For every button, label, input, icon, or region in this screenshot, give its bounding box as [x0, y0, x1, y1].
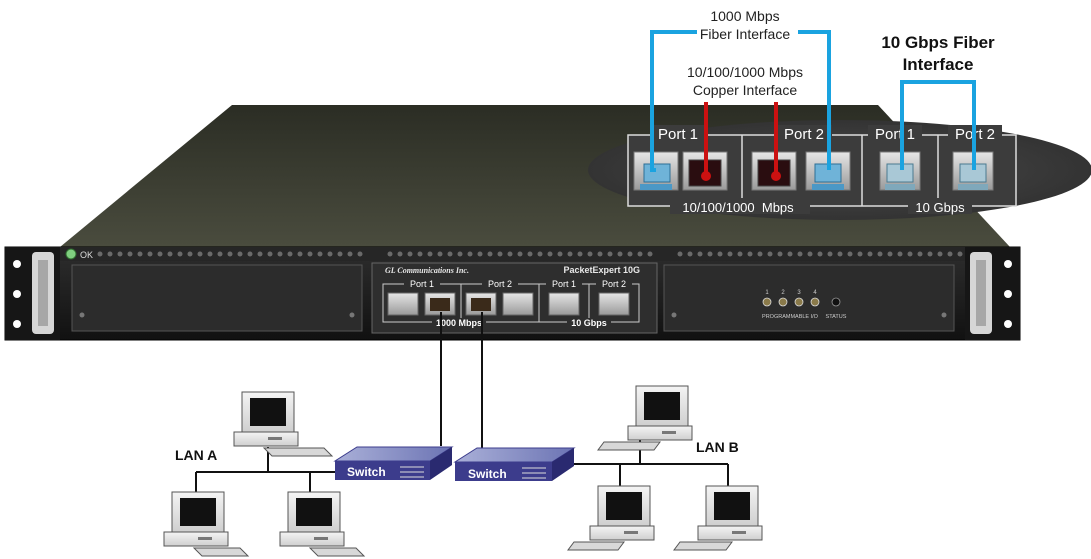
- fiber-10g-callout-lines: [900, 80, 976, 170]
- computer-icon: [163, 491, 250, 557]
- rack-ear-right: [965, 247, 1020, 340]
- chassis-sfp-port1-1g: [387, 292, 419, 316]
- ok-led-icon: [65, 248, 77, 260]
- zoom-sfp-port1-1g: [633, 151, 679, 191]
- chassis-front: OK GL Communications Inc. PacketExpert 1…: [4, 246, 1021, 341]
- io-led-icon: [810, 297, 820, 307]
- computer-icon: [597, 385, 693, 451]
- io-number-2: 2: [781, 290, 785, 296]
- status-label: STATUS: [826, 314, 847, 320]
- product-label: PacketExpert 10G: [563, 265, 640, 275]
- switch-b-label: Switch: [468, 467, 507, 481]
- computer-icon: [279, 491, 366, 557]
- blank-panel-left: [71, 264, 363, 332]
- lan-b-label: LAN B: [696, 439, 739, 455]
- io-led-icon: [778, 297, 788, 307]
- zoom-sfp-port1-10g: [879, 151, 921, 191]
- io-number-1: 1: [765, 290, 769, 296]
- io-led-icon: [762, 297, 772, 307]
- zoom-speed-10g-label: 10 Gbps: [915, 200, 965, 215]
- zoom-port1-1g-label: Port 1: [658, 126, 698, 143]
- computer-icon: [673, 485, 763, 551]
- copper-label-line2: Copper Interface: [693, 82, 797, 98]
- io-number-3: 3: [797, 290, 801, 296]
- chassis-port2-1g-label: Port 2: [488, 279, 512, 289]
- chassis-port1-10g-label: Port 1: [552, 279, 576, 289]
- blank-panel-right: [663, 264, 955, 332]
- copper-port2-dot: [771, 171, 781, 181]
- zoom-port2-1g-label: Port 2: [784, 126, 824, 143]
- ok-label: OK: [80, 250, 93, 260]
- programmable-io: 1 2 3 4 PROGRAMMABLE I/O STATUS: [762, 290, 847, 320]
- fiber-10g-label-line2: Interface: [903, 55, 974, 74]
- copper-label-line1: 10/100/1000 Mbps: [687, 64, 803, 80]
- computer-icon: [567, 485, 655, 551]
- zoom-speed-1g-label: 10/100/1000 Mbps: [682, 200, 794, 215]
- switch-a-label: Switch: [347, 465, 386, 479]
- computer-icon: [233, 391, 334, 457]
- zoom-port1-10g-label: Port 1: [875, 126, 915, 143]
- lan-a-label: LAN A: [175, 447, 217, 463]
- vent-holes: [97, 251, 963, 257]
- switch-b: Switch: [453, 447, 576, 481]
- chassis-speed-1g-label: 1000 Mbps: [436, 318, 482, 328]
- copper-callout-lines: [704, 102, 778, 176]
- chassis-sfp-port2-1g: [502, 292, 534, 316]
- chassis-port1-1g-label: Port 1: [410, 279, 434, 289]
- io-led-icon: [794, 297, 804, 307]
- fiber-1000-callout-lines: [650, 30, 831, 172]
- fiber-1000-label-line2: Fiber Interface: [700, 26, 790, 42]
- chassis-port2-10g-label: Port 2: [602, 279, 626, 289]
- chassis-sfp-port1-10g: [548, 292, 580, 316]
- rack-ear-left: [5, 247, 60, 340]
- status-led-icon: [831, 297, 841, 307]
- chassis-speed-10g-label: 10 Gbps: [571, 318, 607, 328]
- zoom-panel: Port 1 Port 2 Port 1 Port 2: [627, 125, 1017, 215]
- io-number-4: 4: [813, 290, 817, 296]
- fiber-10g-label-line1: 10 Gbps Fiber: [881, 33, 995, 52]
- chassis-sfp-port2-10g: [598, 292, 630, 316]
- io-label: PROGRAMMABLE I/O: [762, 314, 819, 320]
- vendor-label: GL Communications Inc.: [385, 266, 469, 275]
- switch-a: Switch: [333, 446, 454, 480]
- fiber-1000-label-line1: 1000 Mbps: [710, 8, 779, 24]
- copper-port1-dot: [701, 171, 711, 181]
